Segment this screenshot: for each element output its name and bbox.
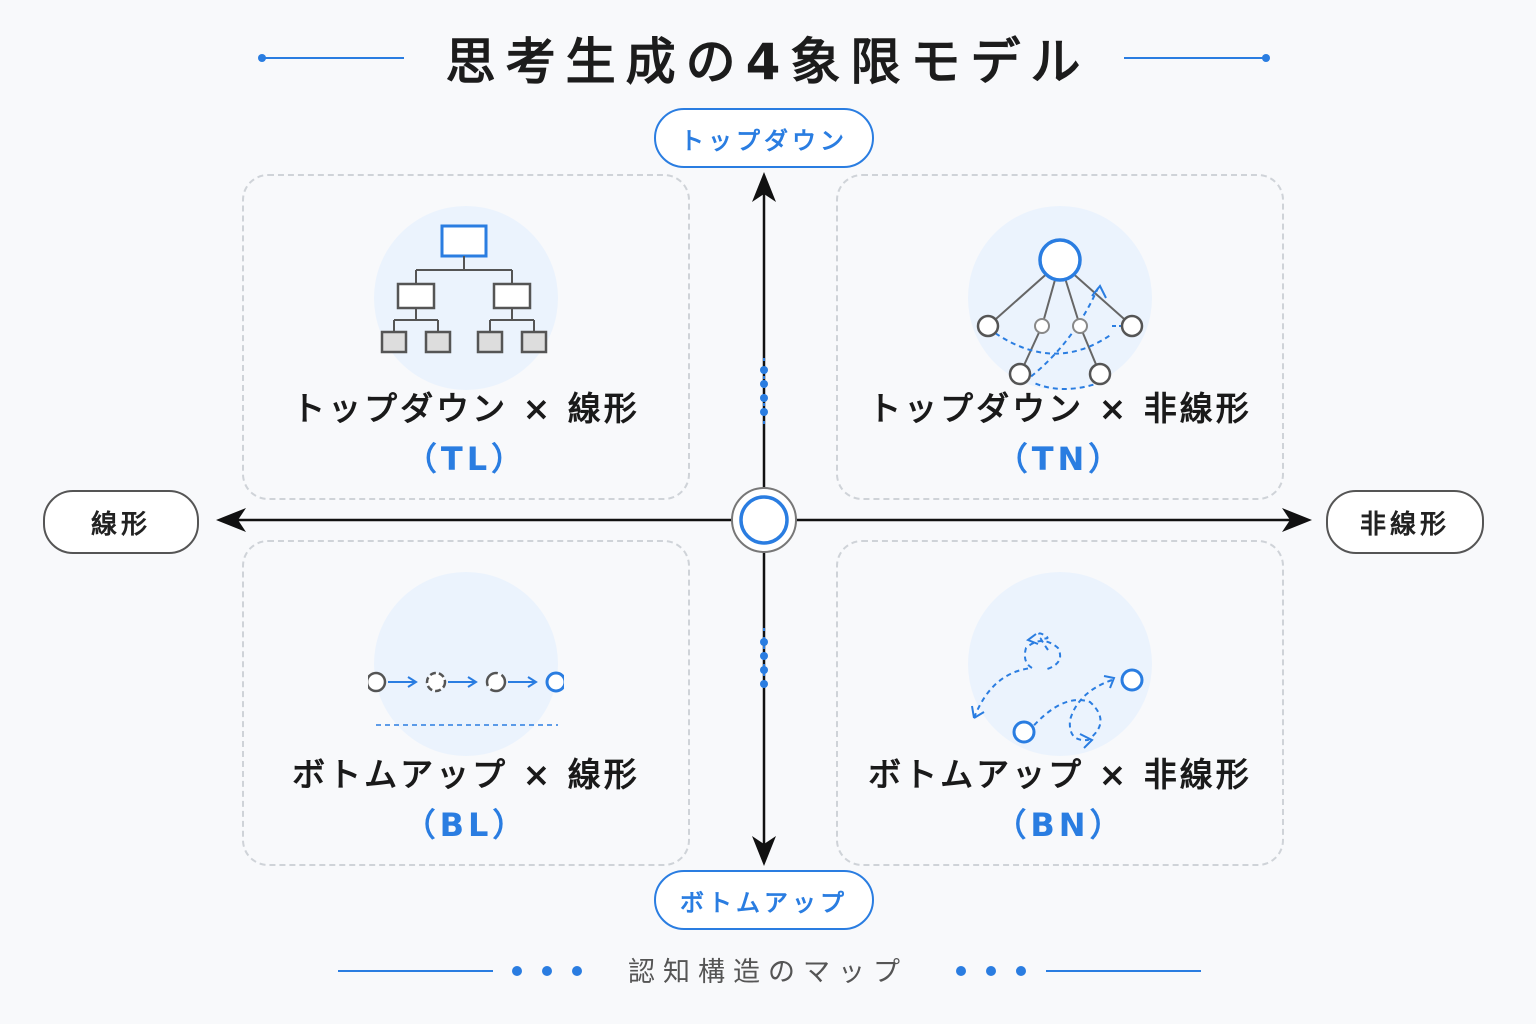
title-right-line [1124,57,1266,59]
title-right-dot [1262,54,1270,62]
quadrant-code: （BN） [994,806,1126,844]
axis-dots-upper [760,358,768,425]
arrowhead-down [752,836,776,866]
quadrant-label: ボトムアップ × 線形 [292,755,640,794]
quadrant-label: トップダウン × 線形 [292,389,640,428]
icon-halo [968,206,1152,390]
quadrant-code: （TN） [995,440,1125,478]
hierarchy-tree-icon [380,224,548,354]
axis-dots-lower [760,628,768,690]
icon-halo [968,572,1152,756]
scattered-paths-icon [971,632,1144,749]
arrowhead-left [216,508,246,532]
footer-left-line [338,970,493,972]
quadrant-label: トップダウン × 非線形 [868,389,1252,428]
quadrant-card-bn: ボトムアップ × 非線形 （BN） [836,540,1284,866]
footer-dot [956,966,966,976]
footer-dot [512,966,522,976]
quadrant-code: （TL） [404,440,528,478]
page-title: 思考生成の4象限モデル [445,33,1091,91]
arrowhead-up [752,172,776,202]
title-left-line [262,57,404,59]
linear-sequence-icon [368,671,564,726]
quadrant-code: （BL） [403,806,529,844]
arrowhead-right [1282,508,1312,532]
quadrant-card-tl: トップダウン × 線形 （TL） [242,174,690,500]
axis-label-right: 非線形 [1326,490,1484,554]
axis-label-bottom: ボトムアップ [654,870,874,930]
axis-label-left: 線形 [43,490,199,554]
quadrant-card-bl: ボトムアップ × 線形 （BL） [242,540,690,866]
network-graph-icon [976,238,1144,390]
quadrant-label: ボトムアップ × 非線形 [868,755,1252,794]
footer-right-line [1046,970,1201,972]
footer-dot [572,966,582,976]
quadrant-card-tn: トップダウン × 非線形 （TN） [836,174,1284,500]
axis-label-top: トップダウン [654,108,874,168]
footer-caption: 認知構造のマップ [628,957,908,988]
center-node-inner [739,495,789,545]
footer-dot [986,966,996,976]
footer-dot [1016,966,1026,976]
footer-dot [542,966,552,976]
